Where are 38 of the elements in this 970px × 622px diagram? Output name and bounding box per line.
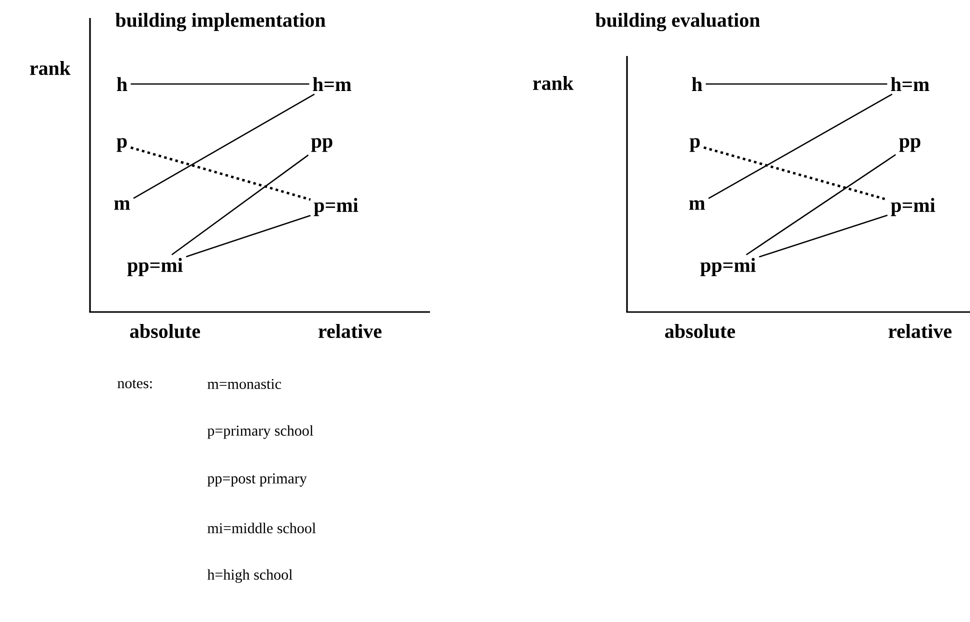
connecting-line (758, 214, 888, 258)
axis-label: relative (318, 324, 382, 338)
connecting-line (746, 154, 896, 256)
axis-label: absolute (665, 324, 736, 338)
point-label: m (114, 200, 130, 210)
note-text: h=high school (207, 569, 292, 583)
connecting-line (186, 214, 311, 258)
point-label: h (692, 77, 702, 91)
axis-label: rank (532, 76, 574, 90)
point-label: p=mi (314, 198, 358, 216)
note-text: p=primary school (207, 425, 314, 439)
connecting-line (708, 94, 892, 200)
chart-title: building evaluation (595, 12, 760, 32)
point-label: m (689, 200, 705, 210)
connecting-line (171, 154, 309, 256)
connecting-line (703, 146, 888, 201)
point-label: pp=mi (700, 258, 756, 276)
point-label: p=mi (890, 198, 936, 216)
point-label: h (116, 77, 128, 91)
note-text: notes: (118, 380, 152, 388)
connecting-line (130, 83, 310, 85)
point-label: p (116, 138, 127, 152)
connecting-line (706, 83, 888, 85)
chart-title: building implementation (115, 12, 326, 32)
axis-label: rank (30, 60, 71, 76)
connecting-line (133, 94, 315, 199)
point-label: pp (311, 138, 332, 152)
point-label: h=m (312, 77, 352, 91)
point-label: pp=mi (127, 258, 183, 276)
connecting-line (130, 146, 311, 201)
point-label: h=m (890, 77, 930, 91)
point-label: p (690, 138, 700, 152)
axis-label: absolute (130, 324, 200, 338)
axis-label: relative (888, 324, 952, 338)
note-text: mi=middle school (208, 522, 316, 534)
point-label: pp (899, 138, 920, 152)
note-text: pp=post primary (207, 473, 307, 487)
note-text: m=monastic (208, 378, 282, 390)
